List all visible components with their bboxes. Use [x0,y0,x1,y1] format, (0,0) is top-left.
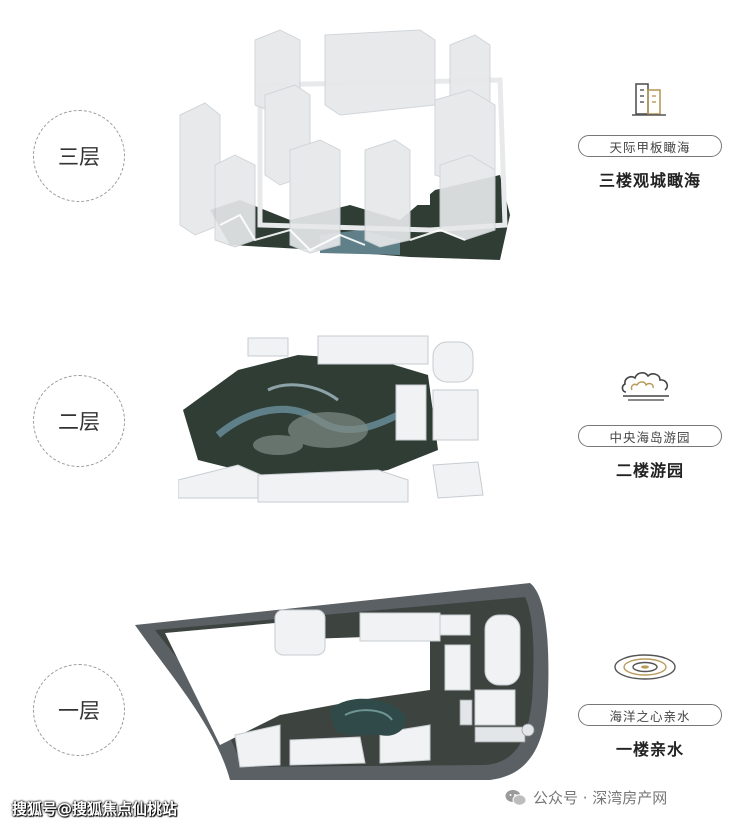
floor-2-plan [178,335,484,503]
floor-2-pill: 中央海岛游园 [578,425,722,447]
floor-label-3: 三层 [58,145,100,169]
floor-3-plan [179,29,510,260]
floor-1-title: 一楼亲水 [615,740,684,759]
building-icon [628,78,670,124]
floor-3-pill: 天际甲板瞰海 [578,135,722,157]
watermark-right-text: 公众号 · 深湾房产网 [533,789,668,807]
floor-circle-2: 二层 [33,375,125,467]
floor-label-1: 一层 [58,699,100,723]
watermark-right: 公众号 · 深湾房产网 [505,787,667,808]
wechat-icon [505,789,527,807]
floor-1-pill-text: 海洋之心亲水 [609,708,691,724]
floor-3-title: 三楼观城瞰海 [598,171,701,190]
floor-circle-3: 三层 [33,110,125,202]
floor-3-pill-text: 天际甲板瞰海 [609,139,691,155]
floor-2-title: 二楼游园 [615,461,684,480]
cloud-pavilion-icon [618,366,674,408]
floor-2-pill-text: 中央海岛游园 [609,429,691,445]
floor-circle-1: 一层 [33,664,125,756]
floor-1-pill: 海洋之心亲水 [578,704,722,726]
floor-1-plan [135,583,549,780]
water-ripple-icon [612,650,678,688]
watermark-left: 搜狐号@搜狐焦点仙桃站 [12,800,178,818]
floor-label-2: 二层 [58,410,100,434]
